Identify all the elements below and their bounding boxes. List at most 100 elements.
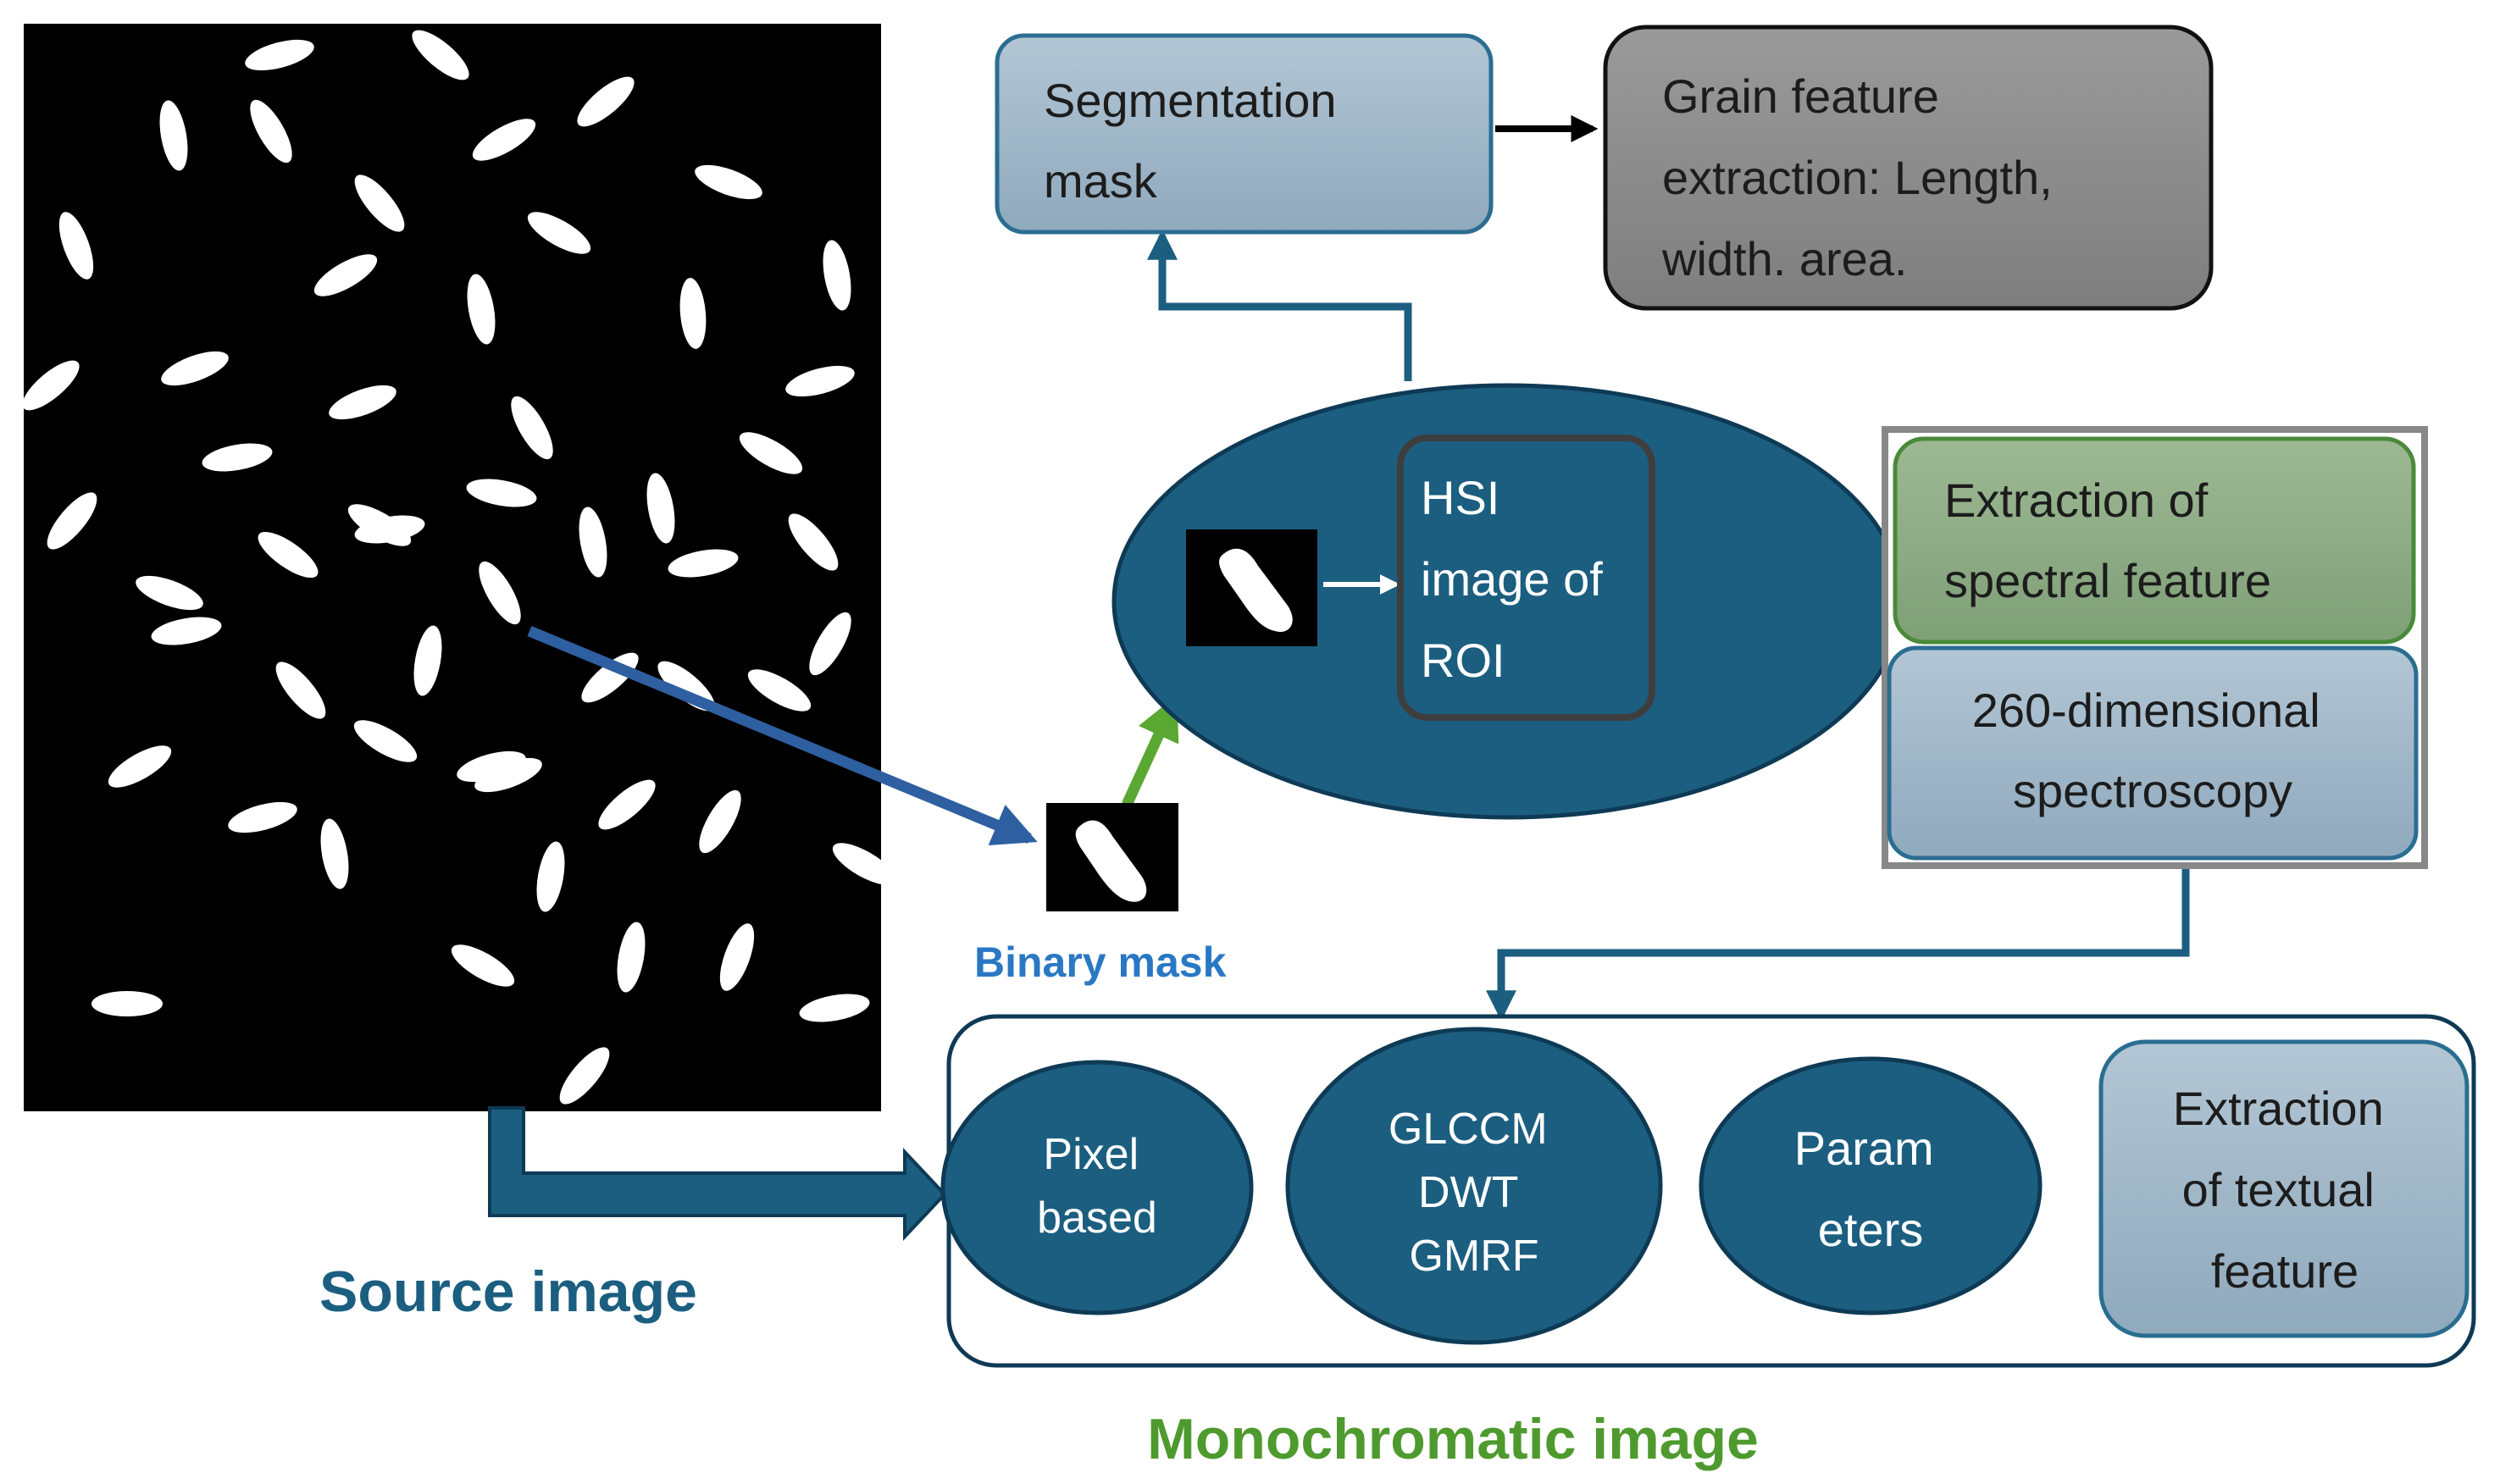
rice-grain xyxy=(739,432,803,474)
pixel-line-2: based xyxy=(1037,1193,1157,1243)
glccm-line-2: DWT xyxy=(1418,1168,1518,1217)
rice-grain xyxy=(91,991,163,1016)
mask-to-roi-arrow xyxy=(1122,695,1179,807)
rice-grain xyxy=(577,76,635,127)
rice-grain xyxy=(617,922,646,993)
rice-grain xyxy=(466,479,537,507)
spectroscopy-to-mono-arrow xyxy=(1486,857,2190,1022)
hsi-line-3: ROI xyxy=(1421,634,1505,687)
rice-grain xyxy=(823,240,851,311)
rice-grain xyxy=(598,779,656,830)
rice-grain xyxy=(536,841,565,912)
rice-grain xyxy=(47,492,97,550)
params-line-2: eters xyxy=(1818,1203,1924,1256)
rice-grain xyxy=(679,278,707,349)
rice-grain xyxy=(412,30,469,80)
svg-text:Extraction of spectral f: Extraction of spectral feature xyxy=(1944,473,2271,607)
grain-feature-box: Grain feature extraction: Length, width.… xyxy=(1603,25,2214,311)
rice-grain xyxy=(161,351,229,386)
monochromatic-image-label: Monochromatic image xyxy=(1147,1407,1759,1471)
rice-grain xyxy=(354,515,425,544)
rice-grain xyxy=(747,669,812,712)
rice-grain xyxy=(579,507,607,578)
roi-thumbnail xyxy=(1186,529,1317,646)
hsi-roi-ellipse: HSI image of ROI xyxy=(1111,383,1904,820)
rice-grain xyxy=(202,443,273,472)
hsi-line-2: image of xyxy=(1421,552,1603,606)
spectral-line-2: spectral feature xyxy=(1944,554,2271,607)
rice-grain xyxy=(474,757,542,793)
rice-grain xyxy=(699,789,741,854)
rice-grain xyxy=(353,720,418,762)
svg-text:HSI image of ROI: HSI image of ROI xyxy=(1421,471,1616,687)
rice-grain xyxy=(151,617,222,645)
rice-grain xyxy=(668,549,739,578)
rice-grain xyxy=(479,561,521,625)
rice-grain xyxy=(313,254,378,296)
roi-to-segmentation-arrow xyxy=(1147,229,1412,381)
rice-grain xyxy=(258,531,319,579)
rice-grain xyxy=(788,513,839,571)
rice-grain xyxy=(329,385,396,420)
glccm-line-1: GLCCM xyxy=(1389,1105,1548,1154)
spectroscopy-line-1: 260-dimensional xyxy=(1972,684,2320,737)
rice-grain xyxy=(275,662,326,719)
textual-line-2: of textual xyxy=(2182,1163,2375,1216)
binary-mask-thumbnail xyxy=(1046,803,1178,911)
rice-grain xyxy=(58,212,94,280)
svg-text:Param eters: Param eters xyxy=(1794,1121,1948,1256)
rice-grain xyxy=(354,174,405,232)
rice-grain xyxy=(785,365,855,397)
parameters-node: Param eters xyxy=(1699,1056,2043,1315)
pixel-line-1: Pixel xyxy=(1043,1130,1139,1179)
pixel-based-node: Pixel based xyxy=(940,1060,1254,1315)
hsi-line-1: HSI xyxy=(1421,471,1499,524)
rice-grain xyxy=(799,994,870,1022)
rice-grain xyxy=(451,944,515,987)
rice-grain xyxy=(472,119,536,161)
svg-text:Grain feature extraction: Grain feature extraction: Length, width.… xyxy=(1661,69,2065,285)
svg-text:Segmentation mask: Segmentation mask xyxy=(1044,74,1350,208)
params-line-1: Param xyxy=(1794,1121,1934,1175)
textual-line-1: Extraction xyxy=(2173,1082,2384,1135)
rice-grain xyxy=(809,612,851,676)
rice-grain xyxy=(695,164,762,200)
glccm-line-3: GMRF xyxy=(1409,1232,1538,1281)
rice-grain xyxy=(320,818,349,889)
spectroscopy-line-2: spectroscopy xyxy=(2013,764,2292,817)
glccm-dwt-gmrf-node: GLCCM DWT GMRF xyxy=(1285,1027,1663,1345)
rice-grain xyxy=(559,1047,610,1105)
grain-line-1: Grain feature xyxy=(1662,69,1939,123)
select-grain-arrow xyxy=(527,625,1038,846)
hsi-inner-box xyxy=(1397,435,1655,721)
rice-grain xyxy=(413,625,442,696)
source-to-mono-block-arrow xyxy=(488,1106,947,1242)
grain-line-2: extraction: Length, xyxy=(1662,151,2053,204)
rice-grain xyxy=(228,801,297,833)
svg-text:Extraction of textual: Extraction of textual feature xyxy=(2173,1082,2397,1298)
rice-grain xyxy=(159,100,188,171)
rice-grain xyxy=(832,843,896,885)
rice-grain xyxy=(136,575,203,611)
rice-grain xyxy=(467,274,496,345)
rice-grain xyxy=(527,212,591,254)
rice-grain xyxy=(511,396,553,460)
spectral-feature-group: Extraction of spectral feature 260-dimen… xyxy=(1882,426,2428,869)
spectral-feature-box xyxy=(1893,436,2416,645)
segmentation-mask-box: Segmentation mask xyxy=(995,33,1494,235)
grain-line-3: width. area. xyxy=(1661,232,1908,285)
rice-grain xyxy=(646,473,675,544)
rice-grain xyxy=(719,923,755,991)
spectral-line-1: Extraction of xyxy=(1944,473,2209,527)
rice-grain xyxy=(245,39,314,71)
rice-grain xyxy=(22,360,80,411)
svg-text:GLCCM DWT GMRF: GLCCM DWT GMRF xyxy=(1389,1105,1560,1281)
binary-mask-label: Binary mask xyxy=(974,939,1227,986)
spectroscopy-box xyxy=(1887,645,2419,861)
rice-grain xyxy=(457,750,526,783)
svg-text:Pixel based: Pixel based xyxy=(1037,1130,1157,1243)
source-image-label: Source image xyxy=(319,1260,697,1324)
textual-line-3: feature xyxy=(2211,1244,2359,1298)
rice-grain xyxy=(250,99,292,163)
